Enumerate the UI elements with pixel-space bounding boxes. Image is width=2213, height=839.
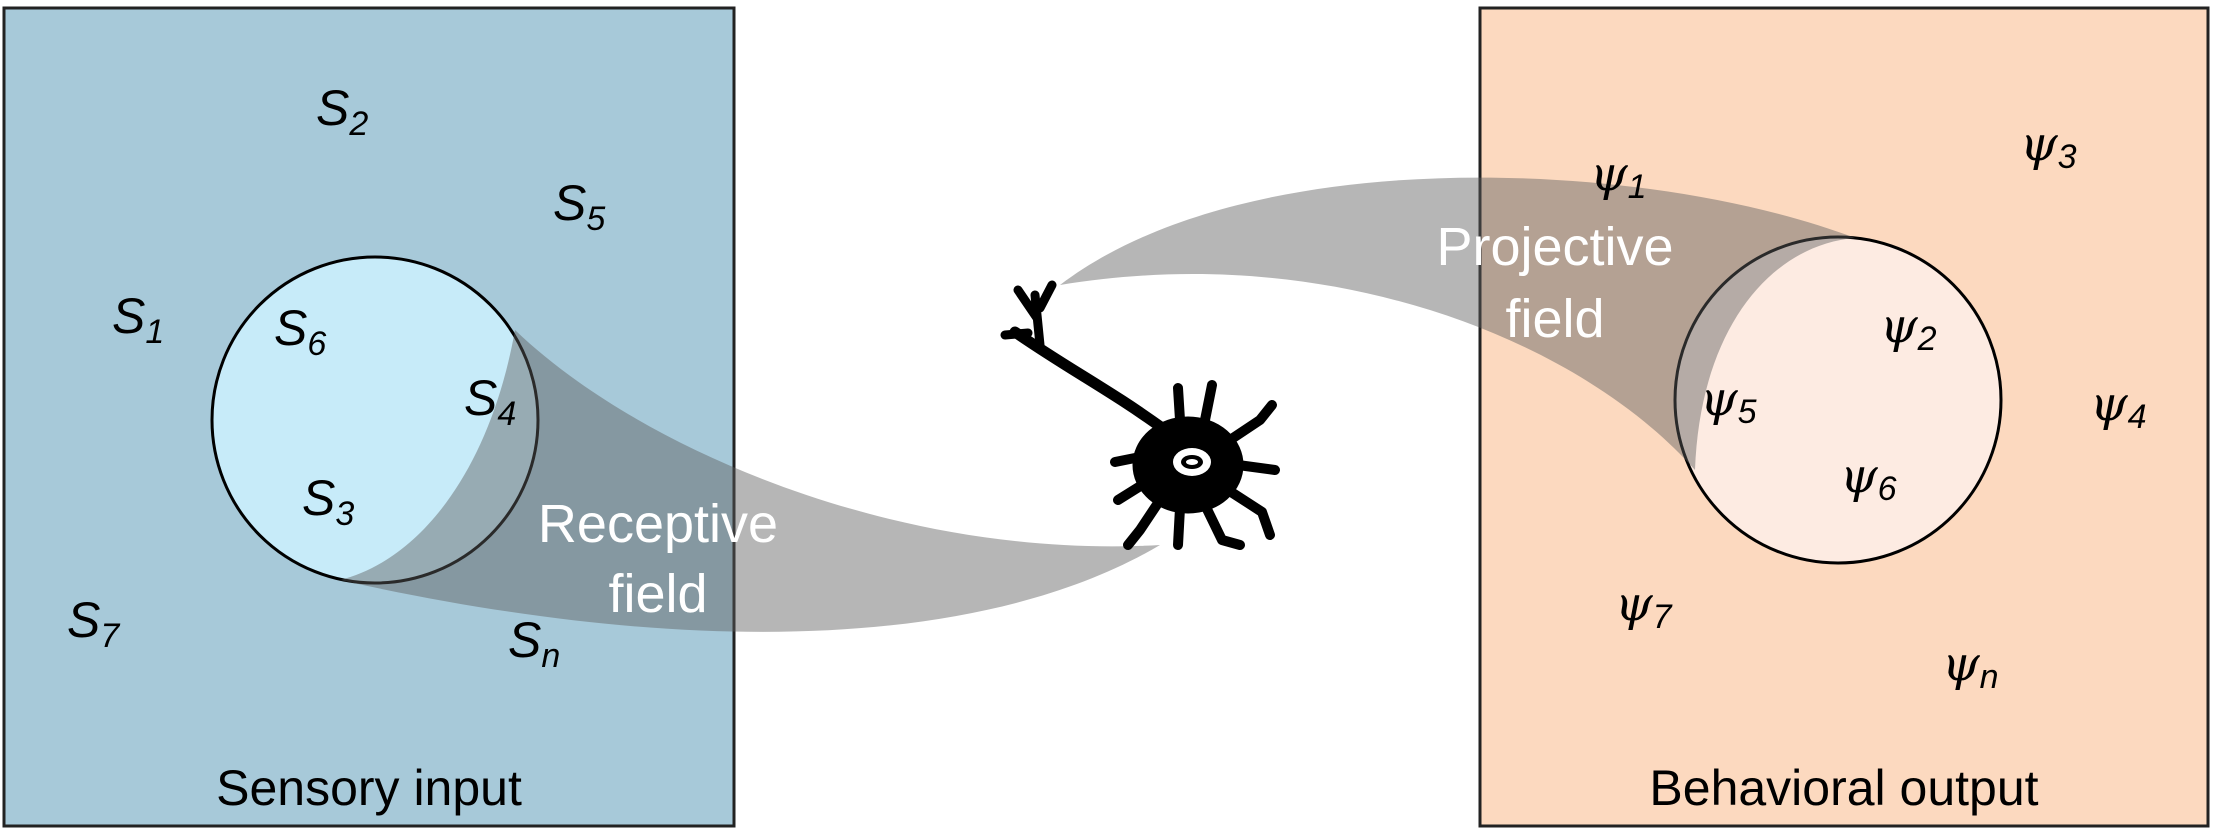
- sensory-input-label: Sensory input: [216, 760, 522, 816]
- receptive-field-label-line1: Receptive: [538, 494, 778, 554]
- output-psi4: ψ4: [2090, 376, 2147, 436]
- output-psi5: ψ5: [1700, 371, 1757, 431]
- stimulus-sn: Sn: [508, 612, 560, 675]
- output-psi3: ψ3: [2020, 116, 2077, 176]
- projective-field-circle: [1673, 235, 2003, 565]
- stimulus-s2: S2: [316, 80, 368, 143]
- projective-field-label-line1: Projective: [1436, 217, 1673, 277]
- projective-field-wedge: [1060, 177, 1855, 470]
- receptive-field-circle: [210, 255, 540, 585]
- output-psin: ψn: [1942, 636, 1999, 696]
- neuron-icon: [1000, 280, 1280, 550]
- stimulus-s5: S5: [553, 175, 605, 238]
- output-psi1: ψ1: [1590, 146, 1647, 206]
- stimulus-s4: S4: [464, 370, 516, 433]
- behavioral-output-label: Behavioral output: [1649, 760, 2038, 816]
- stimulus-s3: S3: [302, 470, 354, 533]
- stimulus-s6: S6: [274, 300, 326, 363]
- stimulus-s1: S1: [112, 288, 164, 351]
- output-psi2: ψ2: [1880, 298, 1937, 358]
- output-psi6: ψ6: [1840, 448, 1897, 508]
- stimulus-s7: S7: [67, 592, 120, 655]
- projective-field-label-line2: field: [1505, 289, 1604, 349]
- receptive-field-label-line2: field: [608, 564, 707, 624]
- output-psi7: ψ7: [1615, 576, 1673, 636]
- receptive-field-wedge: [340, 330, 1160, 632]
